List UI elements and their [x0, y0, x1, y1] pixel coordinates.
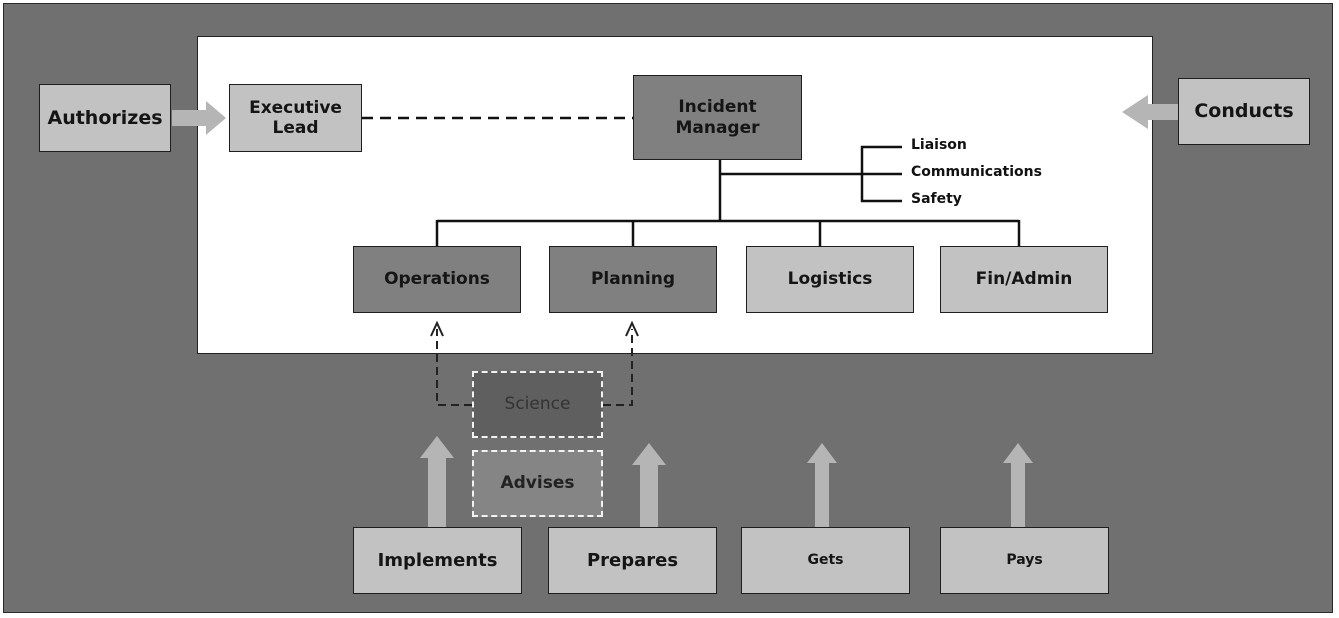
- science-to-planning-link: [603, 329, 633, 406]
- prepares-arrow: [632, 443, 666, 527]
- gets-arrow: [807, 443, 837, 527]
- pays-box: Pays: [940, 527, 1109, 594]
- fin-admin-box: Fin/Admin: [940, 246, 1108, 313]
- command-staff-safety: Safety: [911, 191, 962, 207]
- authorizes-box: Authorizes: [39, 84, 171, 152]
- operations-box: Operations: [353, 246, 521, 313]
- authorizes-arrow: [172, 101, 226, 135]
- executive-lead-box: Executive Lead: [229, 84, 362, 152]
- advises-box: Advises: [472, 450, 603, 517]
- logistics-box: Logistics: [746, 246, 914, 313]
- conducts-arrow: [1122, 95, 1178, 129]
- conducts-box: Conducts: [1178, 78, 1310, 145]
- science-box: Science: [472, 371, 603, 438]
- operations-advise-arrowhead: [430, 320, 444, 337]
- science-to-operations-link: [436, 329, 472, 406]
- incident-manager-box: Incident Manager: [633, 75, 802, 160]
- command-staff-liaison: Liaison: [911, 137, 967, 153]
- planning-advise-arrowhead: [625, 320, 639, 337]
- implements-box: Implements: [353, 527, 522, 594]
- gets-box: Gets: [741, 527, 910, 594]
- pays-arrow: [1003, 443, 1033, 527]
- implements-arrow: [420, 436, 454, 527]
- planning-box: Planning: [549, 246, 717, 313]
- prepares-box: Prepares: [548, 527, 717, 594]
- command-staff-communications: Communications: [911, 164, 1042, 180]
